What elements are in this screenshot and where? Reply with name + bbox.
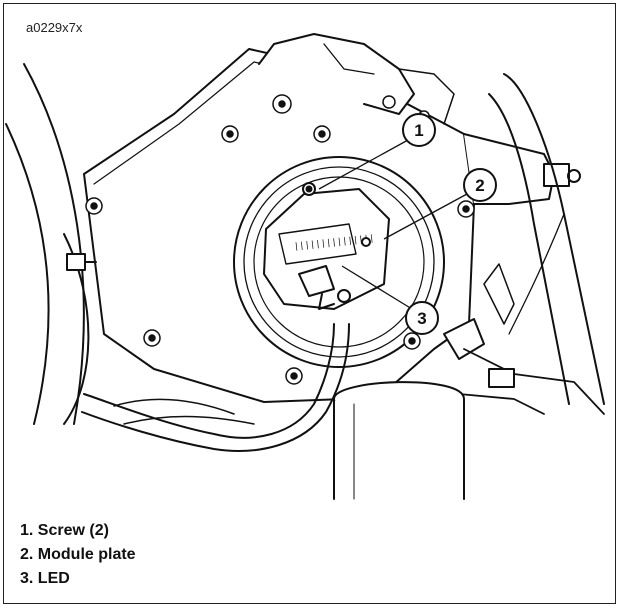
screw [361, 237, 371, 247]
frame-tube [503, 73, 605, 405]
legend-item-screw: 1. Screw (2) [20, 522, 109, 539]
perimeter-bolts [85, 94, 475, 385]
legend-item-module-plate: 2. Module plate [20, 546, 136, 563]
module-label [278, 223, 357, 265]
upper-bracket [258, 33, 415, 115]
mounting-ring-inner [243, 166, 435, 358]
led-connector [298, 265, 335, 297]
wiring-harness [83, 323, 335, 439]
figure-frame: a0229x7x [3, 3, 616, 604]
svg-text:1: 1 [414, 121, 423, 140]
figure-code: a0229x7x [26, 20, 83, 35]
callout-1: 1 [402, 113, 436, 147]
left-connector [66, 253, 86, 271]
svg-text:2: 2 [475, 176, 484, 195]
lower-bracket [443, 318, 485, 360]
hose-outline [23, 63, 85, 425]
callout-3: 3 [405, 301, 439, 335]
mechanical-illustration: ||||||||||||||| [5, 33, 605, 500]
legend-item-led: 3. LED [20, 570, 70, 587]
callout-2: 2 [463, 168, 497, 202]
lower-cylinder [333, 381, 465, 500]
svg-text:3: 3 [417, 309, 426, 328]
legend: 1. Screw (2) 2. Module plate 3. LED [20, 519, 136, 591]
